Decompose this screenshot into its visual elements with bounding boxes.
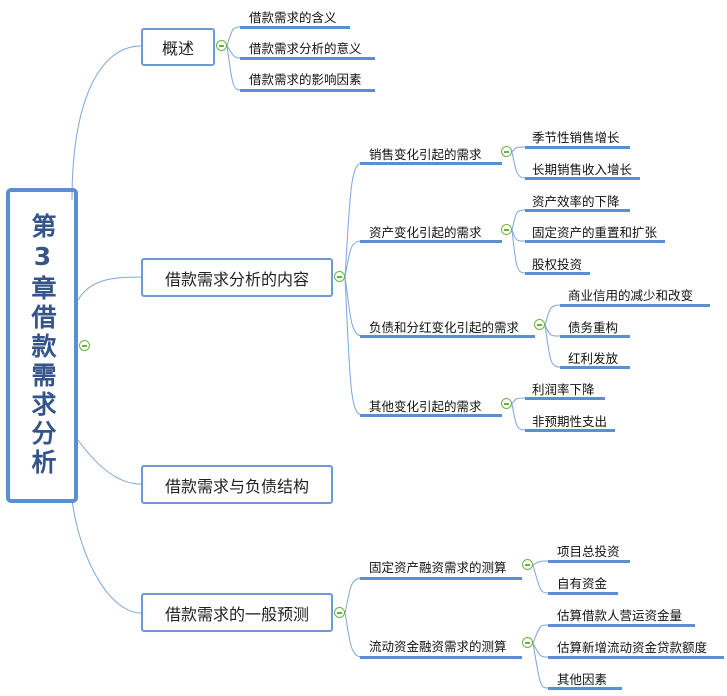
underline (560, 304, 710, 307)
subtopic-node[interactable]: 销售变化引起的需求 (369, 147, 482, 162)
underline (525, 429, 615, 432)
branch-label: 概述 (161, 39, 194, 58)
leaf-node[interactable]: 估算新增流动资金贷款额度 (557, 640, 708, 655)
branch-overview[interactable]: 概述 (141, 28, 215, 66)
subtopic-node[interactable]: 流动资金融资需求的测算 (369, 639, 507, 654)
leaf-node[interactable]: 利润率下降 (532, 382, 595, 397)
leaf-node[interactable]: 项目总投资 (557, 544, 620, 559)
underline (525, 240, 665, 243)
underline (360, 656, 522, 659)
leaf-node[interactable]: 非预期性支出 (532, 414, 608, 429)
collapse-toggle-icon[interactable] (522, 637, 533, 648)
collapse-toggle-icon[interactable] (334, 607, 345, 618)
underline (560, 366, 630, 369)
underline (360, 577, 522, 580)
underline (240, 26, 350, 29)
underline (548, 687, 622, 690)
leaf-node[interactable]: 借款需求的影响因素 (249, 72, 362, 87)
branch-analysis-content[interactable]: 借款需求分析的内容 (141, 258, 333, 297)
branch-label: 借款需求与负债结构 (164, 476, 309, 496)
leaf-node[interactable]: 估算借款人营运资金量 (557, 608, 683, 623)
collapse-toggle-icon[interactable] (501, 146, 512, 157)
branch-label: 借款需求的一般预测 (164, 604, 309, 624)
root-node[interactable]: 第3章借款需求分析 (6, 188, 78, 503)
leaf-node[interactable]: 长期销售收入增长 (532, 162, 633, 177)
underline (525, 209, 630, 212)
leaf-node[interactable]: 季节性销售增长 (532, 130, 620, 145)
subtopic-node[interactable]: 负债和分红变化引起的需求 (369, 320, 520, 335)
underline (560, 335, 630, 338)
underline (240, 89, 375, 92)
leaf-node[interactable]: 借款需求的含义 (249, 10, 337, 25)
root-title: 第3章借款需求分析 (28, 213, 57, 478)
leaf-node[interactable]: 其他因素 (557, 672, 608, 687)
leaf-node[interactable]: 自有资金 (557, 576, 608, 591)
underline (240, 57, 375, 60)
subtopic-node[interactable]: 固定资产融资需求的测算 (369, 560, 507, 575)
leaf-node[interactable]: 固定资产的重置和扩张 (532, 225, 658, 240)
collapse-toggle-icon[interactable] (501, 224, 512, 235)
subtopic-node[interactable]: 其他变化引起的需求 (369, 399, 482, 414)
collapse-toggle-icon[interactable] (79, 340, 90, 351)
branch-label: 借款需求分析的内容 (164, 269, 309, 289)
underline (360, 162, 502, 165)
underline (548, 624, 695, 627)
subtopic-node[interactable]: 资产变化引起的需求 (369, 225, 482, 240)
collapse-toggle-icon[interactable] (522, 559, 533, 570)
branch-forecast[interactable]: 借款需求的一般预测 (141, 593, 333, 632)
underline (360, 240, 502, 243)
collapse-toggle-icon[interactable] (334, 271, 345, 282)
underline (525, 177, 640, 180)
collapse-toggle-icon[interactable] (534, 319, 545, 330)
underline (360, 335, 535, 338)
leaf-node[interactable]: 借款需求分析的意义 (249, 41, 362, 56)
leaf-node[interactable]: 红利发放 (568, 351, 619, 366)
underline (525, 146, 630, 149)
leaf-node[interactable]: 商业信用的减少和改变 (568, 288, 694, 303)
underline (525, 397, 605, 400)
branch-debt-structure[interactable]: 借款需求与负债结构 (141, 465, 333, 504)
leaf-node[interactable]: 债务重构 (568, 320, 619, 335)
underline (360, 414, 502, 417)
underline (548, 560, 630, 563)
underline (525, 272, 590, 275)
collapse-toggle-icon[interactable] (216, 40, 227, 51)
collapse-toggle-icon[interactable] (501, 398, 512, 409)
leaf-node[interactable]: 股权投资 (532, 257, 583, 272)
leaf-node[interactable]: 资产效率的下降 (532, 194, 620, 209)
underline (548, 656, 724, 659)
underline (548, 592, 618, 595)
